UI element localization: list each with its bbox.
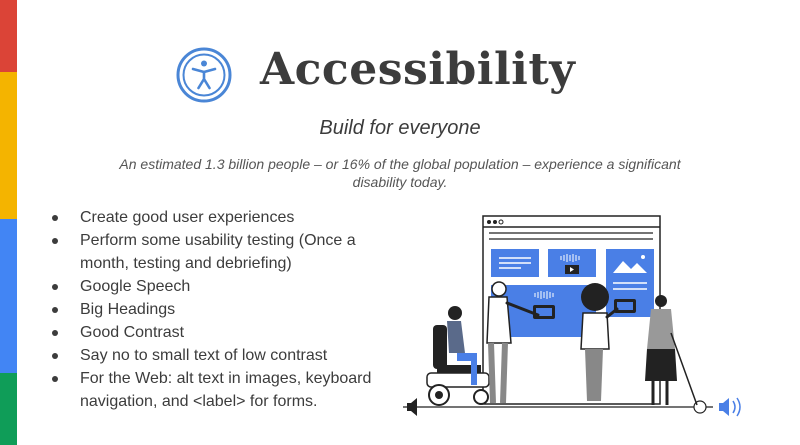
stripe-red [0,0,17,72]
browser-window-illustration [482,215,661,405]
page-subtitle: Build for everyone [319,117,481,139]
bullet-icon [52,215,58,221]
stripe-green [0,373,17,445]
list-item-text: Say no to small text of low contrast [80,347,328,364]
bullet-icon [52,376,58,382]
speaker-high-icon [719,397,741,417]
list-item: Good Contrast [52,321,397,344]
list-item-text: Perform some usability testing (Once a m… [80,232,356,272]
bullet-icon [52,284,58,290]
list-item-text: Big Headings [80,301,176,318]
bullet-icon [52,238,58,244]
accessibility-icon [176,47,232,103]
page-title: Accessibility [260,44,576,95]
wheelchair-user-figure [426,306,490,406]
stripe-blue [0,219,17,373]
person-touching-screen-figure [580,283,619,401]
list-item: Perform some usability testing (Once a m… [52,229,397,275]
list-item-text: Google Speech [80,278,191,295]
list-item: Google Speech [52,275,397,298]
bullet-list: Create good user experiences Perform som… [52,206,397,413]
list-item-text: Good Contrast [80,324,185,341]
person-pointing-figure [486,281,540,404]
list-item-text: Create good user experiences [80,209,295,226]
statistic-text: An estimated 1.3 billion people – or 16%… [119,156,681,190]
list-item: Say no to small text of low contrast [52,344,397,367]
stripe-yellow [0,72,17,219]
bullet-icon [52,330,58,336]
list-item: Create good user experiences [52,206,397,229]
bullet-icon [52,307,58,313]
list-item: Big Headings [52,298,397,321]
list-item-text: For the Web: alt text in images, keyboar… [80,370,372,410]
speaker-low-icon [407,398,417,416]
accessibility-illustration [403,215,741,417]
person-with-cane-figure [645,295,698,406]
bullet-icon [52,353,58,359]
list-item: For the Web: alt text in images, keyboar… [52,367,397,413]
